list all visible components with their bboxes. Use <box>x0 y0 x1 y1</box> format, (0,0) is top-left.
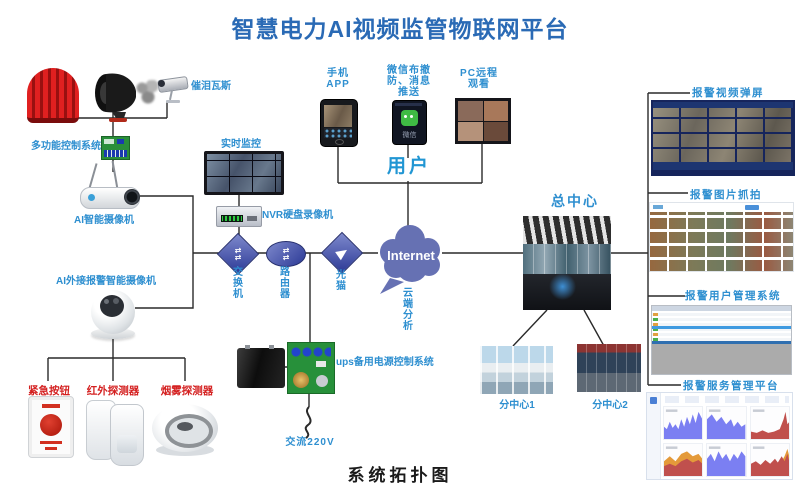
dashboard-chart <box>749 443 790 477</box>
pc-screen-icon <box>455 98 511 144</box>
page-title: 智慧电力AI视频监管物联网平台 <box>231 16 569 42</box>
wechat-push-label: 微信布撤防、消息推送 <box>387 65 431 98</box>
internet-cloud-text: Internet <box>387 248 435 263</box>
optical-modem-label: 光猫 <box>336 270 346 292</box>
alarm-snapshot-thumb <box>649 202 794 272</box>
sub-center1-photo <box>480 346 553 394</box>
mobile-app-label: 手机APP <box>326 68 350 90</box>
wechat-phone-icon: 微信 <box>392 100 427 145</box>
alarm-video-popup-label: 报警视频弹屏 <box>692 87 764 99</box>
emergency-button-icon <box>28 396 74 458</box>
ups-label: ups备用电源控制系统 <box>336 357 434 368</box>
ai-dome-camera-icon <box>88 288 138 340</box>
nvr-recorder-icon <box>216 206 262 227</box>
sub-center2-label: 分中心2 <box>592 400 628 411</box>
infrared-detector-icon <box>84 398 146 466</box>
infrared-detector-label: 红外探测器 <box>86 385 140 397</box>
alarm-snapshot-label: 报警图片抓拍 <box>690 189 762 201</box>
wechat-logo-label: 微信 <box>402 132 417 139</box>
emergency-button-label: 紧急按钮 <box>28 385 70 397</box>
alarm-service-platform-thumb <box>646 392 793 480</box>
ac-power-label: 交流220V <box>285 437 335 448</box>
dashboard-chart <box>749 406 790 440</box>
dashboard-chart <box>663 443 704 477</box>
dashboard-chart <box>706 406 747 440</box>
dashboard-chart <box>663 406 704 440</box>
battery-icon <box>237 345 285 388</box>
switch-label: 交换机 <box>233 267 243 300</box>
main-center-photo <box>523 216 611 310</box>
nvr-label: NVR硬盘录像机 <box>262 210 334 221</box>
alarm-video-popup-thumb <box>651 100 795 176</box>
pc-remote-label: PC远程观看 <box>460 68 498 90</box>
control-board-icon <box>101 136 130 160</box>
ai-external-alarm-camera-label: AI外接报警智能摄像机 <box>56 276 156 287</box>
ups-board-icon <box>287 342 335 394</box>
sub-center1-label: 分中心1 <box>499 400 535 411</box>
alarm-service-platform-label: 报警服务管理平台 <box>683 380 779 392</box>
multi-function-control-label: 多功能控制系统 <box>31 141 101 152</box>
tear-gas-label: 催泪瓦斯 <box>191 81 231 92</box>
diagram-caption: 系统拓扑图 <box>347 466 453 485</box>
router-label: 路由器 <box>280 267 290 300</box>
user-label: 用户 <box>386 156 431 177</box>
alarm-user-mgmt-label: 报警用户管理系统 <box>685 290 781 302</box>
router-icon: ⇄⇄ <box>266 241 306 267</box>
mobile-phone-icon <box>320 99 358 147</box>
monitor-wall-icon <box>204 151 284 195</box>
dashboard-chart <box>706 443 747 477</box>
sub-center2-photo <box>577 344 641 392</box>
ai-bullet-camera-icon <box>78 161 144 213</box>
alarm-beacon-icon <box>27 68 79 123</box>
alarm-horn-icon <box>94 64 140 124</box>
smoke-detector-icon <box>152 402 218 460</box>
alarm-user-mgmt-thumb <box>651 305 792 375</box>
main-center-label: 总中心 <box>551 193 599 209</box>
realtime-monitor-label: 实时监控 <box>221 139 261 150</box>
smoke-detector-label: 烟雾探测器 <box>160 385 214 397</box>
cloud-analysis-label: 云端分析 <box>403 288 413 332</box>
ai-camera-label: AI智能摄像机 <box>74 215 134 226</box>
tear-gas-sprayer-icon <box>136 74 189 108</box>
internet-cloud-icon: Internet <box>372 222 450 296</box>
